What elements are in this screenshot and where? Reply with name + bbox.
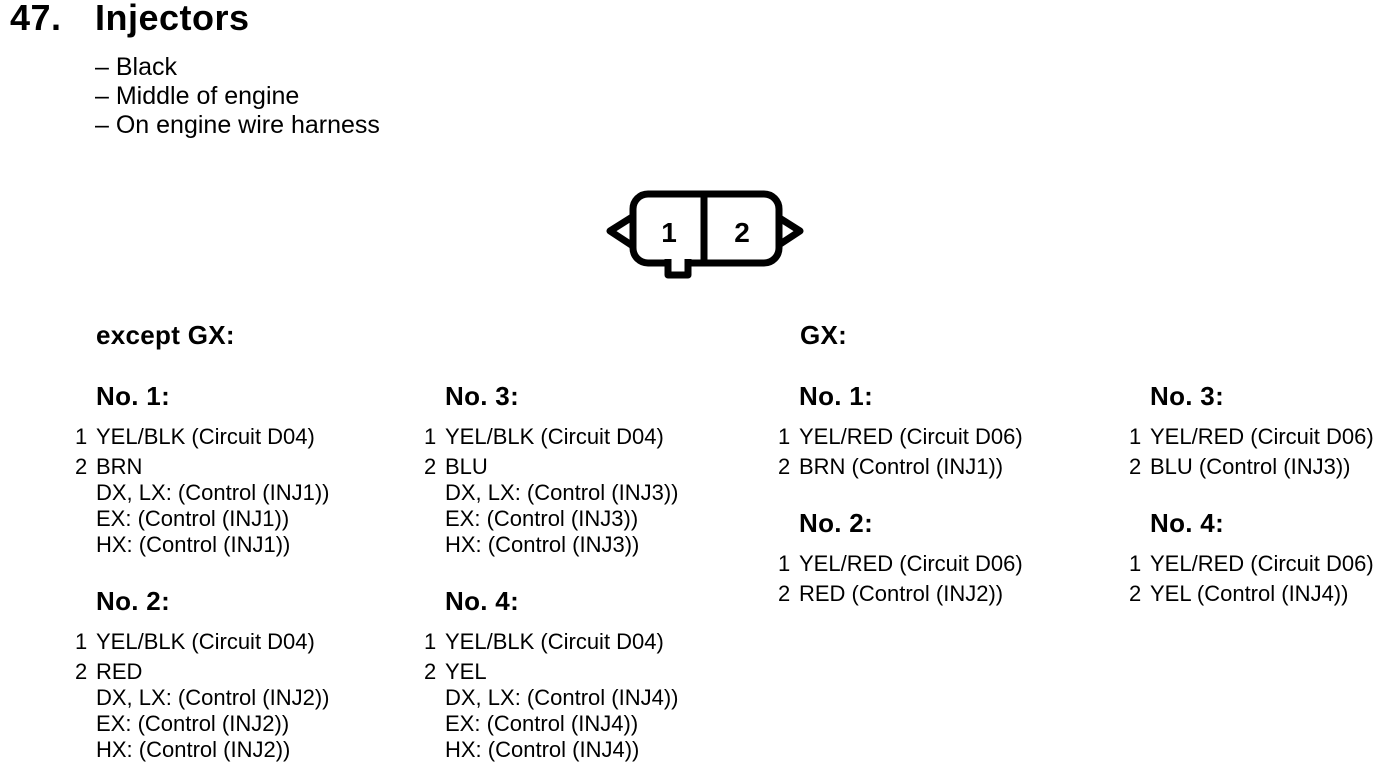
wire-line: BLU: [445, 454, 488, 479]
pin-row: 2 YEL DX, LX: (Control (INJ4)) EX: (Cont…: [424, 659, 679, 763]
pin-number: 2: [424, 454, 437, 479]
pin-row: 1 YEL/BLK (Circuit D04): [424, 424, 679, 450]
pin-number: 2: [1129, 454, 1142, 479]
cavity-1-label: 1: [661, 217, 677, 248]
pin-number: 1: [778, 551, 791, 576]
block-heading: No. 1:: [799, 381, 874, 411]
pin-row: 1 YEL/RED (Circuit D06): [1129, 424, 1374, 450]
wire-line: EX: (Control (INJ3)): [445, 506, 639, 531]
pin-block-exceptgx-no4: No. 4: 1 YEL/BLK (Circuit D04) 2 YEL DX,…: [424, 587, 679, 767]
pin-row: 2 YEL (Control (INJ4)): [1129, 581, 1374, 607]
wire-line: YEL (Control (INJ4)): [1150, 581, 1349, 606]
pin-number: 1: [75, 424, 88, 449]
page-title: Injectors: [95, 0, 250, 38]
pin-block-exceptgx-no2: No. 2: 1 YEL/BLK (Circuit D04) 2 RED DX,…: [75, 587, 330, 767]
pin-block-exceptgx-no1: No. 1: 1 YEL/BLK (Circuit D04) 2 BRN DX,…: [75, 382, 330, 562]
pin-number: 2: [75, 659, 88, 684]
pin-row: 1 YEL/RED (Circuit D06): [778, 551, 1023, 577]
pin-row: 2 BLU (Control (INJ3)): [1129, 454, 1374, 480]
pin-row: 2 RED (Control (INJ2)): [778, 581, 1023, 607]
wire-line: HX: (Control (INJ1)): [96, 532, 291, 557]
wire-line: EX: (Control (INJ4)): [445, 711, 639, 736]
wire-line: DX, LX: (Control (INJ1)): [96, 480, 330, 505]
section-number: 47.: [10, 0, 62, 38]
wire-line: YEL/RED (Circuit D06): [799, 424, 1023, 449]
note-location: – Middle of engine: [95, 82, 300, 110]
pin-number: 1: [1129, 424, 1142, 449]
wire-line: YEL/BLK (Circuit D04): [96, 424, 315, 449]
pin-row: 2 BLU DX, LX: (Control (INJ3)) EX: (Cont…: [424, 454, 679, 558]
pin-row: 2 BRN (Control (INJ1)): [778, 454, 1023, 480]
note-harness: – On engine wire harness: [95, 111, 380, 139]
block-heading: No. 4:: [445, 586, 520, 616]
note-color: – Black: [95, 53, 177, 81]
wire-line: YEL/BLK (Circuit D04): [445, 629, 664, 654]
block-heading: No. 2:: [799, 508, 874, 538]
wire-line: DX, LX: (Control (INJ3)): [445, 480, 679, 505]
connector-bottom-tab: [664, 259, 692, 279]
block-heading: No. 4:: [1150, 508, 1225, 538]
wire-line: YEL/RED (Circuit D06): [1150, 424, 1374, 449]
pin-block-gx-no2: No. 2: 1 YEL/RED (Circuit D06) 2 RED (Co…: [778, 509, 1023, 611]
pin-number: 1: [424, 629, 437, 654]
pin-number: 1: [778, 424, 791, 449]
pin-number: 2: [1129, 581, 1142, 606]
pin-block-gx-no4: No. 4: 1 YEL/RED (Circuit D06) 2 YEL (Co…: [1129, 509, 1374, 611]
variant-label-except-gx: except GX:: [96, 320, 235, 350]
wire-line: YEL/RED (Circuit D06): [799, 551, 1023, 576]
block-heading: No. 3:: [445, 381, 520, 411]
pin-row: 2 BRN DX, LX: (Control (INJ1)) EX: (Cont…: [75, 454, 330, 558]
pin-number: 1: [1129, 551, 1142, 576]
wire-line: DX, LX: (Control (INJ2)): [96, 685, 330, 710]
wire-line: HX: (Control (INJ3)): [445, 532, 640, 557]
wire-line: RED (Control (INJ2)): [799, 581, 1004, 606]
pin-block-gx-no3: No. 3: 1 YEL/RED (Circuit D06) 2 BLU (Co…: [1129, 382, 1374, 484]
pin-block-exceptgx-no3: No. 3: 1 YEL/BLK (Circuit D04) 2 BLU DX,…: [424, 382, 679, 562]
wire-line: BRN: [96, 454, 143, 479]
wire-line: DX, LX: (Control (INJ4)): [445, 685, 679, 710]
block-heading: No. 1:: [96, 381, 171, 411]
wire-line: HX: (Control (INJ2)): [96, 737, 291, 762]
pin-number: 2: [778, 581, 791, 606]
wire-line: YEL/BLK (Circuit D04): [96, 629, 315, 654]
connector-diagram: 1 2: [598, 185, 808, 290]
pin-row: 1 YEL/BLK (Circuit D04): [75, 629, 330, 655]
pin-row: 1 YEL/RED (Circuit D06): [1129, 551, 1374, 577]
cavity-2-label: 2: [734, 217, 750, 248]
wire-line: YEL: [445, 659, 487, 684]
pin-number: 2: [75, 454, 88, 479]
wire-line: BRN (Control (INJ1)): [799, 454, 1004, 479]
variant-label-gx: GX:: [800, 320, 848, 350]
pin-block-gx-no1: No. 1: 1 YEL/RED (Circuit D06) 2 BRN (Co…: [778, 382, 1023, 484]
wire-line: BLU (Control (INJ3)): [1150, 454, 1351, 479]
wire-line: YEL/RED (Circuit D06): [1150, 551, 1374, 576]
pin-number: 1: [424, 424, 437, 449]
pin-row: 1 YEL/BLK (Circuit D04): [75, 424, 330, 450]
pin-number: 2: [424, 659, 437, 684]
pin-row: 1 YEL/RED (Circuit D06): [778, 424, 1023, 450]
connector-notes: – Black – Middle of engine – On engine w…: [95, 53, 380, 140]
pin-number: 2: [778, 454, 791, 479]
block-heading: No. 2:: [96, 586, 171, 616]
wire-line: EX: (Control (INJ1)): [96, 506, 290, 531]
wire-line: RED: [96, 659, 143, 684]
pin-row: 2 RED DX, LX: (Control (INJ2)) EX: (Cont…: [75, 659, 330, 763]
pin-number: 1: [75, 629, 88, 654]
page-title-row: 47. Injectors: [10, 0, 250, 38]
wire-line: HX: (Control (INJ4)): [445, 737, 640, 762]
wire-line: EX: (Control (INJ2)): [96, 711, 290, 736]
wire-line: YEL/BLK (Circuit D04): [445, 424, 664, 449]
pin-row: 1 YEL/BLK (Circuit D04): [424, 629, 679, 655]
block-heading: No. 3:: [1150, 381, 1225, 411]
